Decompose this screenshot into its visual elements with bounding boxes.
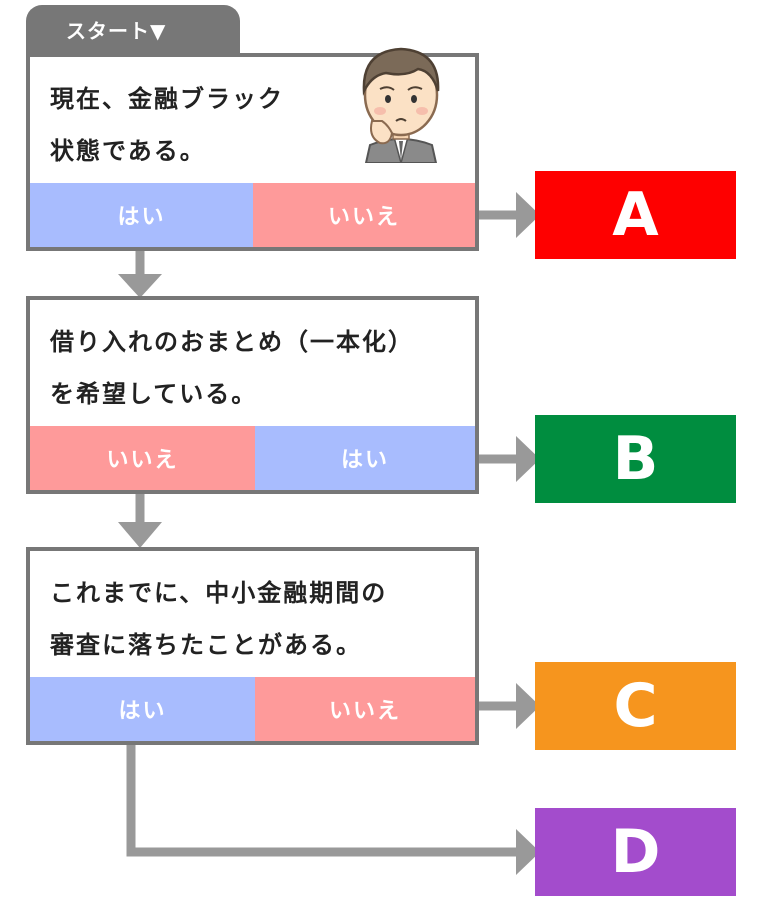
answer-yes-3: はい bbox=[30, 677, 255, 741]
question-text-2: 借り入れのおまとめ（一本化） を希望している。 bbox=[50, 328, 414, 408]
arrow-down-2 bbox=[118, 522, 162, 548]
arrow-right-c bbox=[516, 683, 540, 729]
outcome-d: D bbox=[535, 808, 736, 896]
question-text-1: 現在、金融ブラック 状態である。 bbox=[50, 85, 284, 165]
arrow-down-1 bbox=[118, 274, 162, 298]
answer-no-2: いいえ bbox=[30, 426, 255, 490]
answer-no-1: いいえ bbox=[253, 183, 475, 247]
arrow-right-d bbox=[516, 829, 540, 875]
question-box-2: 借り入れのおまとめ（一本化） を希望している。 いいえ はい bbox=[26, 296, 479, 494]
outcome-c: C bbox=[535, 662, 736, 750]
arrow-right-b bbox=[516, 436, 540, 482]
outcome-b: B bbox=[535, 415, 736, 503]
start-label: スタート▼ bbox=[26, 5, 240, 55]
answer-no-3: いいえ bbox=[255, 677, 475, 741]
question-text-3: これまでに、中小金融期間の 審査に落ちたことがある。 bbox=[50, 579, 388, 659]
arrow-right-a bbox=[516, 192, 540, 238]
answer-yes-1: はい bbox=[30, 183, 253, 247]
question-box-3: これまでに、中小金融期間の 審査に落ちたことがある。 はい いいえ bbox=[26, 547, 479, 745]
question-box-1: 現在、金融ブラック 状態である。 はい いいえ bbox=[26, 47, 479, 251]
answer-yes-2: はい bbox=[255, 426, 475, 490]
worried-man-icon bbox=[362, 47, 440, 163]
outcome-a: A bbox=[535, 171, 736, 259]
